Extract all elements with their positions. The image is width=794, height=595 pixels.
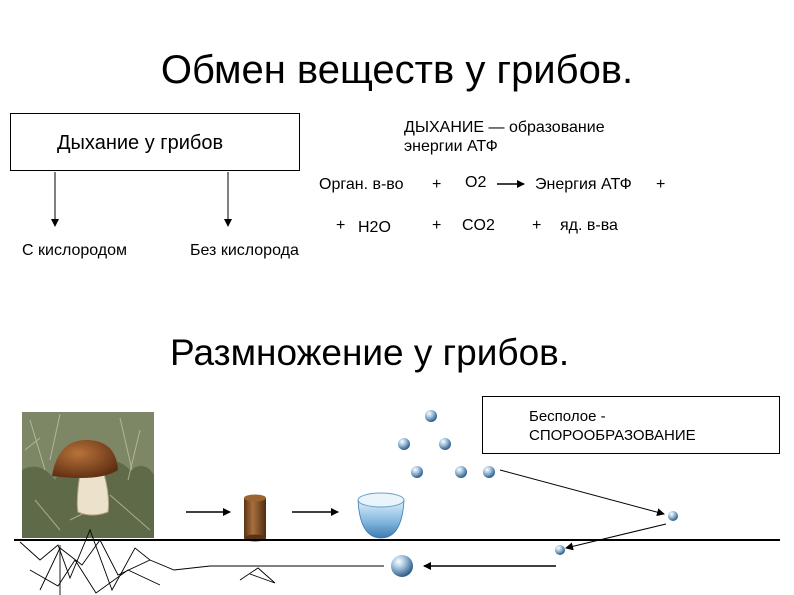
equation-plus-1: +: [432, 176, 442, 193]
returning-spore: [555, 545, 565, 555]
equation-h2o: H2O: [358, 219, 391, 236]
equation-toxins: яд. в-ва: [560, 217, 618, 234]
equation-o2-text: O2: [465, 174, 487, 191]
page-title: Обмен веществ у грибов.: [160, 48, 634, 92]
spore: [398, 438, 410, 450]
spore-cluster: [398, 410, 495, 478]
sporulation-box: Бесполое - СПОРООБРАЗОВАНИЕ: [482, 396, 780, 454]
spore: [483, 466, 495, 478]
equation-plus-4: +: [432, 217, 442, 234]
mycelium: [19, 528, 384, 595]
spore: [411, 466, 423, 478]
equation-o2: O2: [465, 174, 486, 192]
spore: [455, 466, 467, 478]
germinating-spore: [391, 555, 413, 577]
sporangium-bowl: [357, 492, 405, 539]
arrow-spore-dispersal: [499, 469, 665, 517]
respiration-definition: ДЫХАНИЕ — образование энергии АТФ: [404, 119, 605, 155]
respiration-box-label: Дыхание у грибов: [57, 132, 224, 154]
sporangium-cylinder: [244, 494, 266, 542]
sporulation-box-label: Бесполое - СПОРООБРАЗОВАНИЕ: [529, 408, 696, 444]
equation-plus-5: +: [532, 217, 542, 234]
respiration-branch-lines: [51, 172, 232, 227]
mushroom-photo: [22, 412, 154, 538]
spore: [439, 438, 451, 450]
arrow-spore-return: [565, 523, 667, 551]
equation-plus-3: +: [336, 217, 346, 234]
branch-with-oxygen: С кислородом: [22, 242, 128, 259]
equation-co2: CO2: [462, 217, 495, 234]
spore: [425, 410, 437, 422]
reproduction-title: Размножение у грибов.: [170, 332, 570, 373]
equation-energy: Энергия АТФ: [535, 176, 632, 193]
branch-without-oxygen: Без кислорода: [190, 242, 299, 259]
landed-spore: [668, 511, 678, 521]
equation-plus-2: +: [656, 176, 666, 193]
respiration-box: Дыхание у грибов: [10, 113, 300, 171]
equation-organic: Орган. в-во: [319, 176, 404, 193]
